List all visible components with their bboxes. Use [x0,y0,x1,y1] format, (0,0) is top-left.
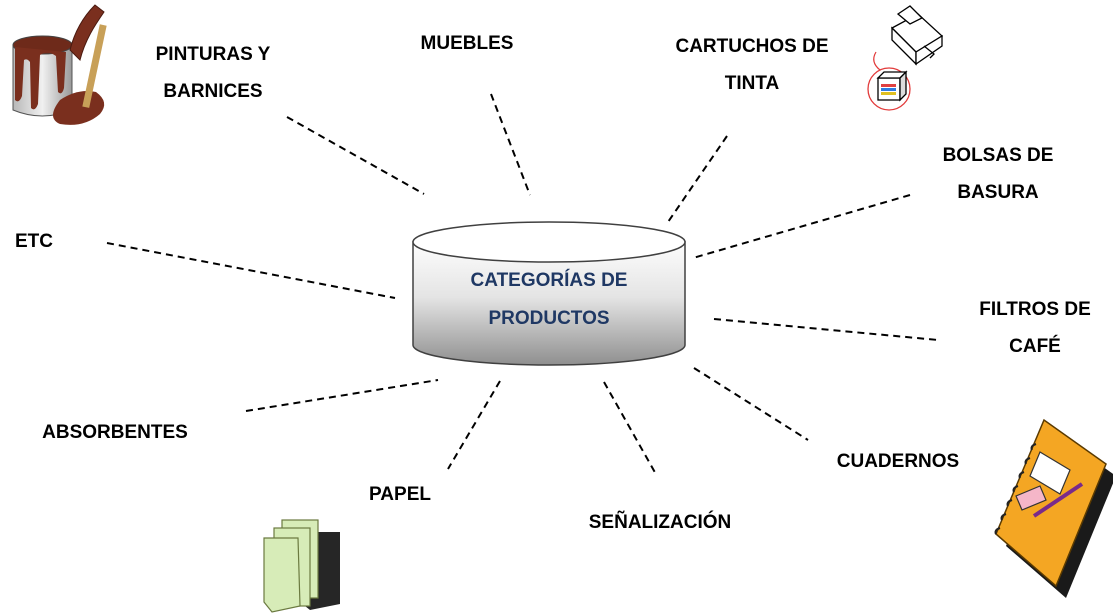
connector-filtros [713,318,939,341]
category-cartuchos: CARTUCHOS DE TINTA [650,28,854,102]
category-papel-line1: PAPEL [369,484,431,505]
connector-etc [106,242,396,299]
connector-muebles [490,93,531,196]
category-pinturas-line2: BARNICES [163,81,263,102]
category-papel: PAPEL [350,476,450,513]
connector-absorbentes [245,379,439,412]
connector-cartuchos [667,135,728,223]
category-bolsas-line2: BASURA [957,182,1039,203]
category-cartuchos-line2: TINTA [724,73,780,94]
connector-bolsas [692,194,911,259]
category-bolsas-line1: BOLSAS DE [942,145,1054,166]
connector-pinturas [286,116,425,195]
paper-stack-icon [263,519,340,613]
category-cuadernos: CUADERNOS [816,443,980,480]
category-pinturas-line1: PINTURAS Y [155,44,271,65]
category-etc-line1: ETC [15,231,53,252]
category-filtros: FILTROS DE CAFÉ [960,291,1110,365]
category-pinturas: PINTURAS Y BARNICES [128,36,298,110]
category-bolsas: BOLSAS DE BASURA [916,137,1080,211]
category-senalizacion: SEÑALIZACIÓN [560,504,760,541]
category-muebles-line1: MUEBLES [420,33,514,54]
paint-bucket-brush-icon [12,4,107,125]
center-title-line2: PRODUCTOS [488,308,610,329]
category-etc: ETC [4,223,64,260]
center-title: CATEGORÍAS DE PRODUCTOS [416,262,682,338]
category-filtros-line1: FILTROS DE [979,299,1091,320]
category-cartuchos-line1: CARTUCHOS DE [675,36,829,57]
category-absorbentes: ABSORBENTES [18,414,212,451]
notebook-icon [994,418,1113,598]
category-filtros-line2: CAFÉ [1009,336,1061,357]
category-absorbentes-line1: ABSORBENTES [42,422,188,443]
printer-cartridge-icon [867,5,944,111]
category-muebles: MUEBLES [385,25,549,62]
connector-senalizacion [603,381,658,477]
category-senalizacion-line1: SEÑALIZACIÓN [588,512,732,533]
database-cylinder [412,221,686,366]
connector-cuadernos [693,367,809,441]
center-title-line1: CATEGORÍAS DE [470,270,628,291]
category-cuadernos-line1: CUADERNOS [836,451,960,472]
connector-papel [447,380,501,470]
